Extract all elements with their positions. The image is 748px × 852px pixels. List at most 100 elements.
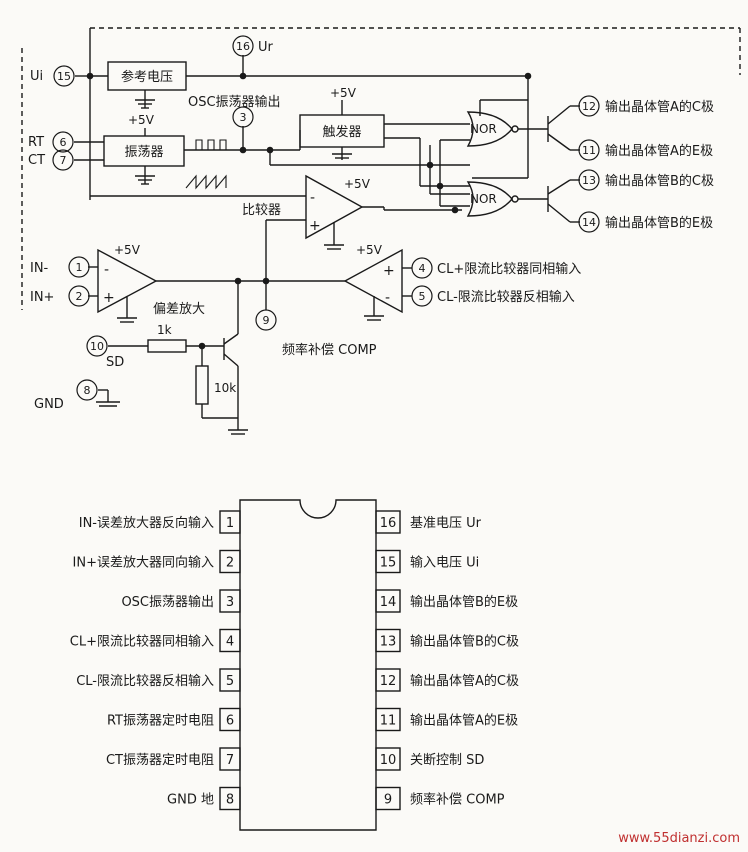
sd-label: SD [106,355,124,370]
pin-box-left [219,510,241,534]
plus5v-climit: +5V [356,243,383,257]
climit-plus: + [383,263,395,279]
pin-number: 10 [380,753,397,768]
comparator-label: 比较器 [242,203,281,218]
pin-label-left: IN-误差放大器反向输入 [79,515,214,531]
trig-block-label: 触发器 [322,124,361,140]
pin11-num: 11 [582,144,596,157]
plus5v-osc: +5V [128,113,155,127]
pin-box-left [219,628,241,653]
pin-box-left [219,786,241,811]
pin-number: 15 [380,556,397,571]
pin12-num: 12 [582,100,596,113]
r1k-label: 1k [157,323,172,337]
pin-box-right [375,628,401,653]
pin-number: 7 [226,753,234,768]
out13-label: 输出晶体管B的C极 [605,173,714,189]
dip16-package [239,499,377,831]
ct-label: CT [28,153,45,168]
error-amplifier [88,248,238,323]
oscillator-block [74,128,300,185]
resistor-1k [108,339,224,353]
ref-block-label: 参考电压 [121,69,173,85]
pin-label-right: 输出晶体管A的E极 [410,713,518,729]
pin-label-left: CL+限流比较器同相输入 [70,634,214,650]
pin-number: 1 [226,516,234,531]
pin-label-right: 输入电压 Ui [410,555,479,571]
pin-circles [52,35,600,401]
output-transistor-a [547,105,580,151]
current-limit-comparator [343,248,412,321]
pin-labels: 1IN-误差放大器反向输入2IN+误差放大器同向输入3OSC振荡器输出4CL+限… [70,515,519,808]
cl-plus-label: CL+限流比较器同相输入 [437,261,581,277]
pin-number: 5 [226,674,234,689]
pin-number: 3 [226,595,234,610]
pin6-num: 6 [60,136,67,149]
schematic-text: 15 16 3 6 7 1 2 4 5 9 10 8 12 11 13 14 U… [28,40,714,412]
pin9-num: 9 [263,314,270,327]
pin15-num: 15 [57,70,71,83]
output-transistor-b [547,179,580,223]
pin3-num: 3 [240,111,247,124]
pin-box-right [375,747,401,771]
nor-bottom-label: NOR [470,192,497,206]
r10k-label: 10k [214,381,236,395]
pin-box-right [375,510,401,534]
nor-gate-bottom [466,181,548,217]
pin-box-left [219,747,241,771]
pin-label-left: IN+误差放大器同向输入 [73,555,214,571]
pin-label-right: 输出晶体管B的C极 [410,634,519,650]
pin8-num: 8 [84,384,91,397]
pin-boxes [219,510,401,811]
rt-label: RT [28,135,44,150]
pin-label-left: GND 地 [167,793,214,808]
pin-box-right [375,549,401,574]
pwm-comparator [90,174,385,250]
pin-box-left [219,589,241,613]
reference-voltage-block [90,61,528,109]
in-minus-label: IN- [30,261,49,276]
gnd-label: GND [34,397,64,412]
watermark: www.55dianzi.com [618,831,740,846]
pin5-num: 5 [419,290,426,303]
pin10-num: 10 [90,340,104,353]
osc-block-label: 振荡器 [124,145,163,160]
erramp-plus: + [103,290,115,306]
nor-top-label: NOR [470,122,497,136]
trigger-block [299,100,470,187]
err-amp-label: 偏差放大 [153,302,205,317]
pin7-num: 7 [60,154,67,167]
plus5v-trig: +5V [330,86,357,100]
shutdown-transistor [223,281,248,435]
pin1-num: 1 [76,261,83,274]
pin-number: 12 [380,674,397,689]
pin13-num: 13 [582,174,596,187]
pin-box-left [219,707,241,732]
plus5v-comparator: +5V [344,177,371,191]
pin-box-right [375,786,401,811]
pin-label-left: CT振荡器定时电阻 [106,753,214,768]
climit-minus: - [385,290,390,306]
pin-number: 6 [226,714,234,729]
comparator-plus: + [309,218,321,234]
dashed-frame [21,27,741,310]
pin-label-left: RT振荡器定时电阻 [107,714,214,729]
pin14-num: 14 [582,216,596,229]
pin-number: 14 [380,595,397,610]
cl-minus-label: CL-限流比较器反相输入 [437,289,575,305]
pin16-num: 16 [236,40,250,53]
in-plus-label: IN+ [30,290,54,305]
pin-number: 9 [384,793,392,808]
pin-number: 16 [380,516,397,531]
erramp-minus: - [104,262,109,278]
pin2-num: 2 [76,290,83,303]
pin-label-right: 关断控制 SD [410,753,484,768]
out11-label: 输出晶体管A的E极 [605,143,713,159]
pin-number: 11 [380,714,397,729]
pin-box-right [375,668,401,692]
pin-box-left [219,549,241,574]
ui-label: Ui [30,69,43,84]
pin-label-right: 频率补偿 COMP [410,792,505,808]
